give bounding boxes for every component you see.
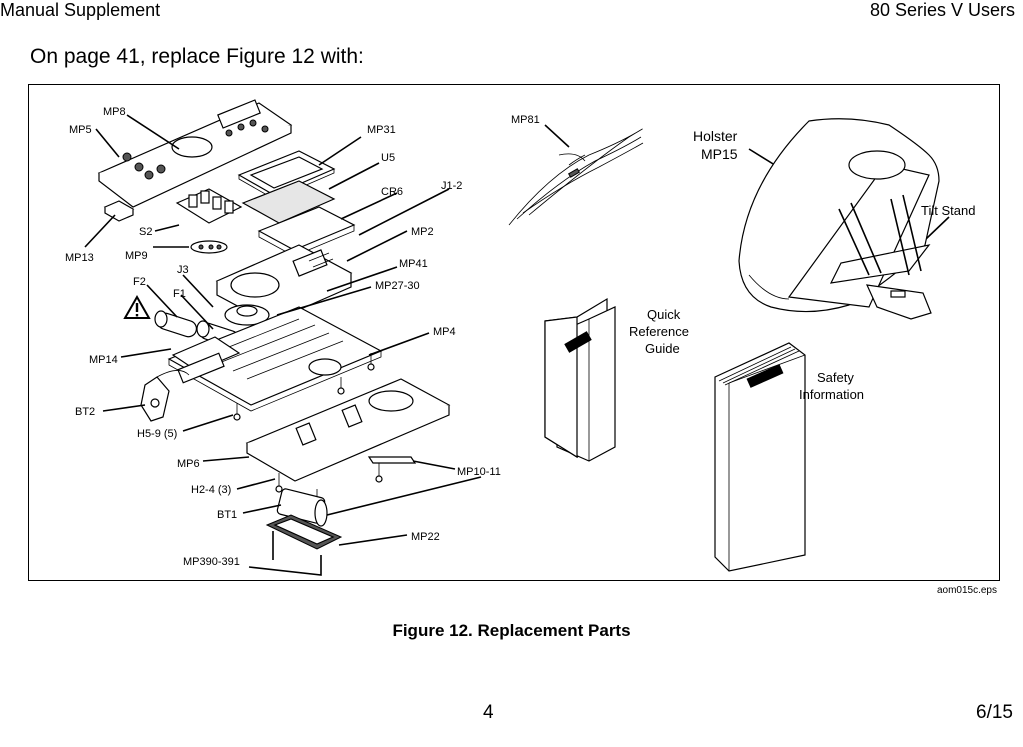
label-qrg-reference: Reference — [629, 324, 689, 339]
page-date: 6/15 — [976, 702, 1013, 723]
label-mp390-391: MP390-391 — [183, 556, 240, 568]
label-bt1: BT1 — [217, 509, 237, 521]
figure-caption: Figure 12. Replacement Parts — [392, 621, 631, 640]
label-mp2: MP2 — [411, 226, 434, 238]
label-mp41: MP41 — [399, 258, 428, 270]
holster-part — [738, 118, 940, 320]
bottom-case-part — [245, 378, 451, 482]
figure-12-frame: MP8 MP5 MP31 U5 CR6 J1-2 S2 MP13 MP9 MP2… — [28, 84, 1000, 581]
label-s2: S2 — [139, 226, 152, 238]
label-holster-mp15: MP15 — [701, 146, 738, 162]
label-mp27-30: MP27-30 — [375, 280, 420, 292]
fuse-clip-part — [171, 336, 241, 384]
label-h5-9: H5-9 (5) — [137, 428, 177, 440]
label-mp5: MP5 — [69, 124, 92, 136]
label-mp22: MP22 — [411, 531, 440, 543]
label-f1: F1 — [173, 288, 186, 300]
label-j1-2: J1-2 — [441, 180, 462, 192]
label-mp31: MP31 — [367, 124, 396, 136]
label-mp8: MP8 — [103, 106, 126, 118]
label-mp10-11: MP10-11 — [457, 466, 501, 478]
front-panel-decal-part — [97, 99, 293, 208]
lcd-display-part — [241, 180, 336, 224]
label-holster: Holster — [693, 128, 738, 144]
label-qrg-quick: Quick — [647, 307, 681, 322]
keypad-part — [175, 188, 243, 224]
label-mp6: MP6 — [177, 458, 200, 470]
header-right-title: 80 Series V Users — [869, 0, 1015, 20]
test-leads-part — [508, 128, 644, 226]
label-j3: J3 — [177, 264, 189, 276]
mp9-contact-part — [190, 240, 228, 254]
label-safety: Safety — [817, 370, 854, 385]
figure-labels: MP8 MP5 MP31 U5 CR6 J1-2 S2 MP13 MP9 MP2… — [65, 106, 975, 568]
header-left-title: Manual Supplement — [0, 0, 161, 20]
label-mp4: MP4 — [433, 326, 456, 338]
safety-information-booklet-part — [714, 342, 806, 572]
label-bt2: BT2 — [75, 406, 95, 418]
label-mp13: MP13 — [65, 252, 94, 264]
pcb-screws-part — [233, 353, 375, 421]
page-number: 4 — [483, 702, 494, 723]
label-qrg-guide: Guide — [645, 341, 680, 356]
label-tilt-stand: Tilt Stand — [921, 203, 975, 218]
replacement-instruction: On page 41, replace Figure 12 with: — [30, 45, 364, 68]
exploded-parts-diagram: MP8 MP5 MP31 U5 CR6 J1-2 S2 MP13 MP9 MP2… — [65, 99, 975, 576]
label-mp14: MP14 — [89, 354, 118, 366]
label-cr6: CR6 — [381, 186, 403, 198]
warning-triangle-icon — [123, 294, 151, 319]
label-u5: U5 — [381, 152, 395, 164]
label-h2-4: H2-4 (3) — [191, 484, 231, 496]
fuse-f2-part — [154, 310, 198, 338]
label-mp81: MP81 — [511, 114, 540, 126]
figure-file-id: aom015c.eps — [936, 585, 997, 596]
mp13-block-part — [103, 200, 135, 222]
quick-reference-guide-part — [544, 297, 616, 462]
case-feet-part — [367, 456, 417, 483]
label-mp9: MP9 — [125, 250, 148, 262]
label-f2: F2 — [133, 276, 146, 288]
battery-door-part — [265, 514, 343, 550]
label-safety-information: Information — [799, 387, 864, 402]
